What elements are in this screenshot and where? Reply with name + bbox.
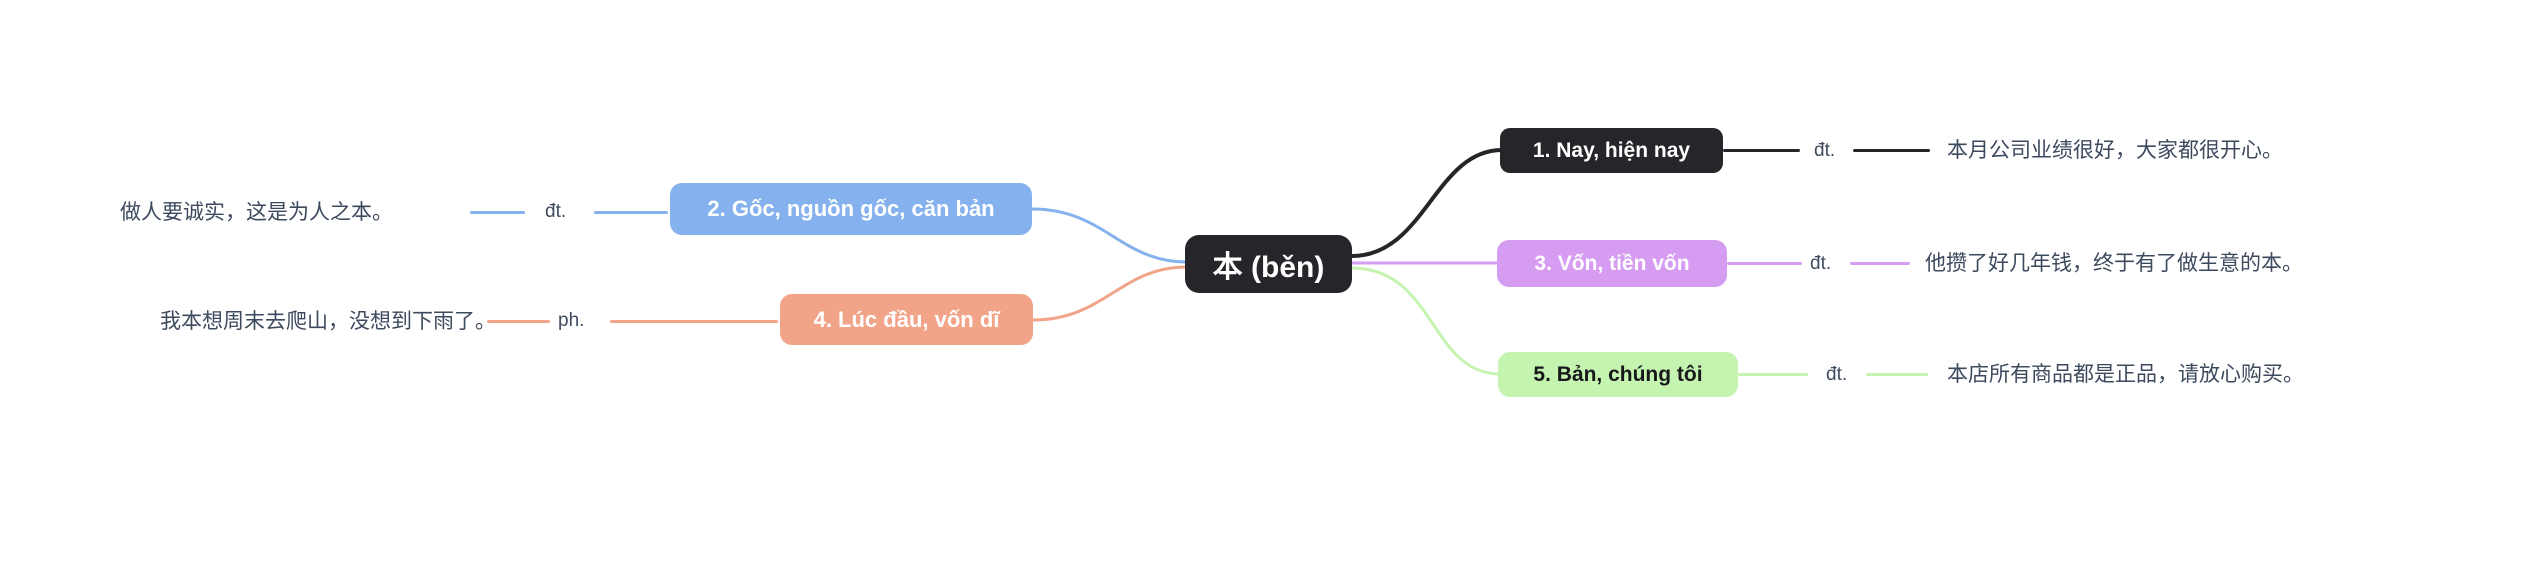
branch-curve-2 bbox=[1030, 207, 1189, 264]
branch-node-1[interactable]: 1. Nay, hiện nay bbox=[1500, 128, 1723, 173]
branch-curve-1 bbox=[1350, 148, 1504, 258]
branch-node-4[interactable]: 4. Lúc đầu, vốn dĩ bbox=[780, 294, 1033, 345]
pos-label-4[interactable]: ph. bbox=[558, 310, 585, 331]
branch-node-2[interactable]: 2. Gốc, nguồn gốc, căn bản bbox=[670, 183, 1032, 235]
pos-label-1[interactable]: đt. bbox=[1814, 140, 1836, 161]
pos-label-3[interactable]: đt. bbox=[1810, 253, 1832, 274]
example-sentence-2[interactable]: 做人要诚实，这是为人之本。 bbox=[120, 201, 393, 224]
root-node[interactable]: 本 (běn) bbox=[1185, 235, 1352, 293]
connector-dash bbox=[1738, 373, 1808, 376]
connector-dash bbox=[1850, 262, 1910, 265]
example-sentence-3[interactable]: 他攒了好几年钱，终于有了做生意的本。 bbox=[1925, 252, 2303, 275]
connector-dash bbox=[487, 320, 550, 323]
connector-dash bbox=[1866, 373, 1928, 376]
pos-label-5[interactable]: đt. bbox=[1826, 364, 1848, 385]
example-sentence-1[interactable]: 本月公司业绩很好，大家都很开心。 bbox=[1947, 139, 2283, 162]
pos-label-2[interactable]: đt. bbox=[545, 201, 567, 222]
connector-dash bbox=[610, 320, 778, 323]
branch-curve-4 bbox=[1031, 265, 1189, 322]
branch-curve-5 bbox=[1350, 266, 1502, 376]
connector-dash bbox=[594, 211, 668, 214]
example-sentence-5[interactable]: 本店所有商品都是正品，请放心购买。 bbox=[1947, 363, 2304, 386]
connector-dash bbox=[1853, 149, 1930, 152]
example-sentence-4[interactable]: 我本想周末去爬山，没想到下雨了。 bbox=[160, 310, 496, 333]
connector-dash bbox=[470, 211, 525, 214]
branch-node-5[interactable]: 5. Bản, chúng tôi bbox=[1498, 352, 1738, 397]
branch-node-3[interactable]: 3. Vốn, tiền vốn bbox=[1497, 240, 1727, 287]
connector-dash bbox=[1727, 262, 1802, 265]
connector-dash bbox=[1723, 149, 1800, 152]
